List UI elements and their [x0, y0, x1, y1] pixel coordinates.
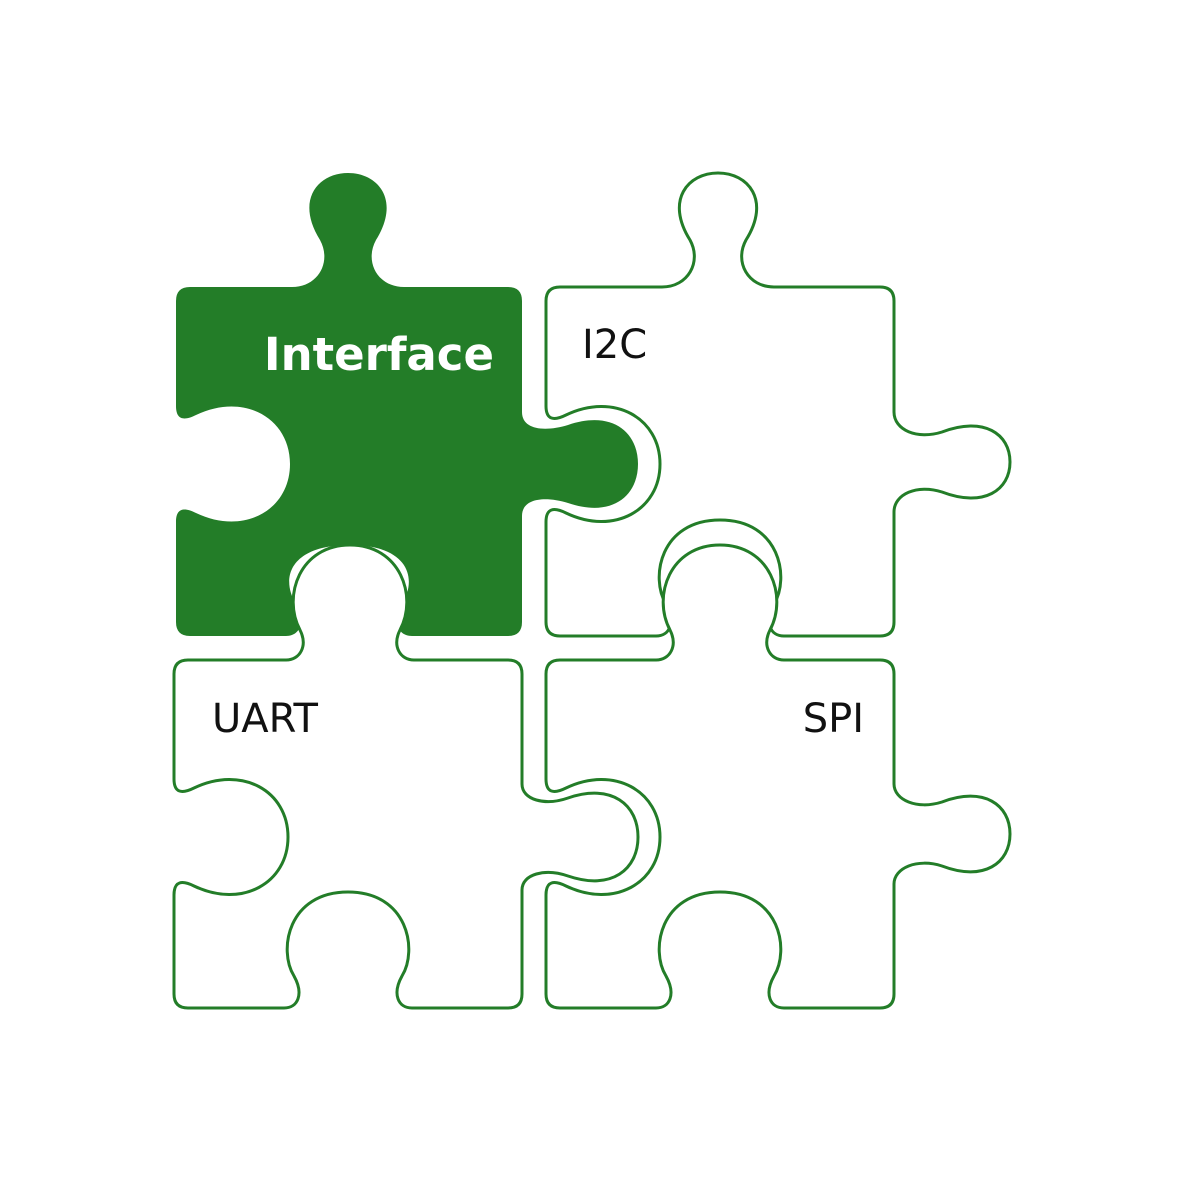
- puzzle-piece-uart: UART: [172, 543, 640, 1010]
- puzzle-piece-spi-shape: [544, 543, 1012, 1010]
- piece-label-uart: UART: [212, 696, 319, 742]
- piece-label-spi: SPI: [803, 696, 864, 742]
- piece-label-i2c: I2C: [582, 322, 647, 368]
- piece-label-interface: Interface: [264, 328, 494, 381]
- puzzle-piece-i2c: I2C: [544, 171, 1012, 638]
- puzzle-piece-interface: Interface: [176, 173, 638, 636]
- puzzle-piece-i2c-shape: [544, 171, 1012, 638]
- puzzle-piece-spi: SPI: [544, 543, 1012, 1010]
- puzzle-piece-uart-shape: [172, 543, 640, 1010]
- puzzle-piece-interface-shape: [176, 173, 638, 636]
